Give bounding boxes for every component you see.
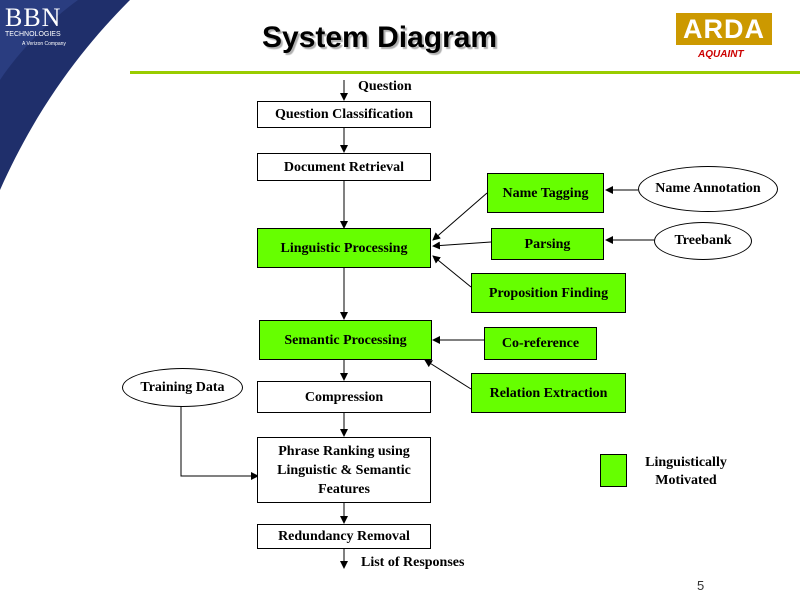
list-of-responses-label: List of Responses	[361, 555, 465, 570]
corner-swoosh-graphic	[0, 0, 130, 190]
legend-label: Linguistically Motivated	[645, 455, 727, 488]
arrow-propfind-to-lp	[432, 255, 472, 288]
parsing-box: Parsing	[491, 228, 604, 260]
bbn-logo-subtitle: TECHNOLOGIES	[5, 31, 61, 38]
name-annotation-ellipse: Name Annotation	[638, 166, 778, 212]
arrow-training-to-rank	[180, 407, 259, 480]
question-classification-box: Question Classification	[257, 101, 431, 128]
semantic-processing-box: Semantic Processing	[259, 320, 432, 360]
arrow-nametag-to-lp	[432, 192, 488, 241]
title-rule	[130, 71, 800, 74]
treebank-ellipse: Treebank	[654, 222, 752, 260]
question-input-label: Question	[358, 79, 412, 94]
arrow-relext-to-sp	[424, 359, 472, 390]
page-number: 5	[697, 578, 705, 593]
compression-box: Compression	[257, 381, 431, 413]
document-retrieval-box: Document Retrieval	[257, 153, 431, 181]
proposition-finding-box: Proposition Finding	[471, 273, 626, 313]
phrase-ranking-box: Phrase Ranking using Linguistic & Semant…	[257, 437, 431, 503]
arda-logo: ARDA	[676, 13, 772, 45]
relation-extraction-box: Relation Extraction	[471, 373, 626, 413]
co-reference-box: Co-reference	[484, 327, 597, 360]
bbn-logo: BBN	[5, 3, 62, 32]
name-tagging-box: Name Tagging	[487, 173, 604, 213]
bbn-logo-tagline: A Verizon Company	[22, 41, 66, 47]
training-data-ellipse: Training Data	[122, 368, 243, 407]
arrow-parsing-to-lp	[432, 241, 492, 250]
linguistic-processing-box: Linguistic Processing	[257, 228, 431, 268]
redundancy-removal-box: Redundancy Removal	[257, 524, 431, 549]
legend-swatch	[600, 454, 627, 487]
aquaint-label: AQUAINT	[698, 49, 744, 60]
slide-title: System Diagram	[262, 21, 498, 54]
